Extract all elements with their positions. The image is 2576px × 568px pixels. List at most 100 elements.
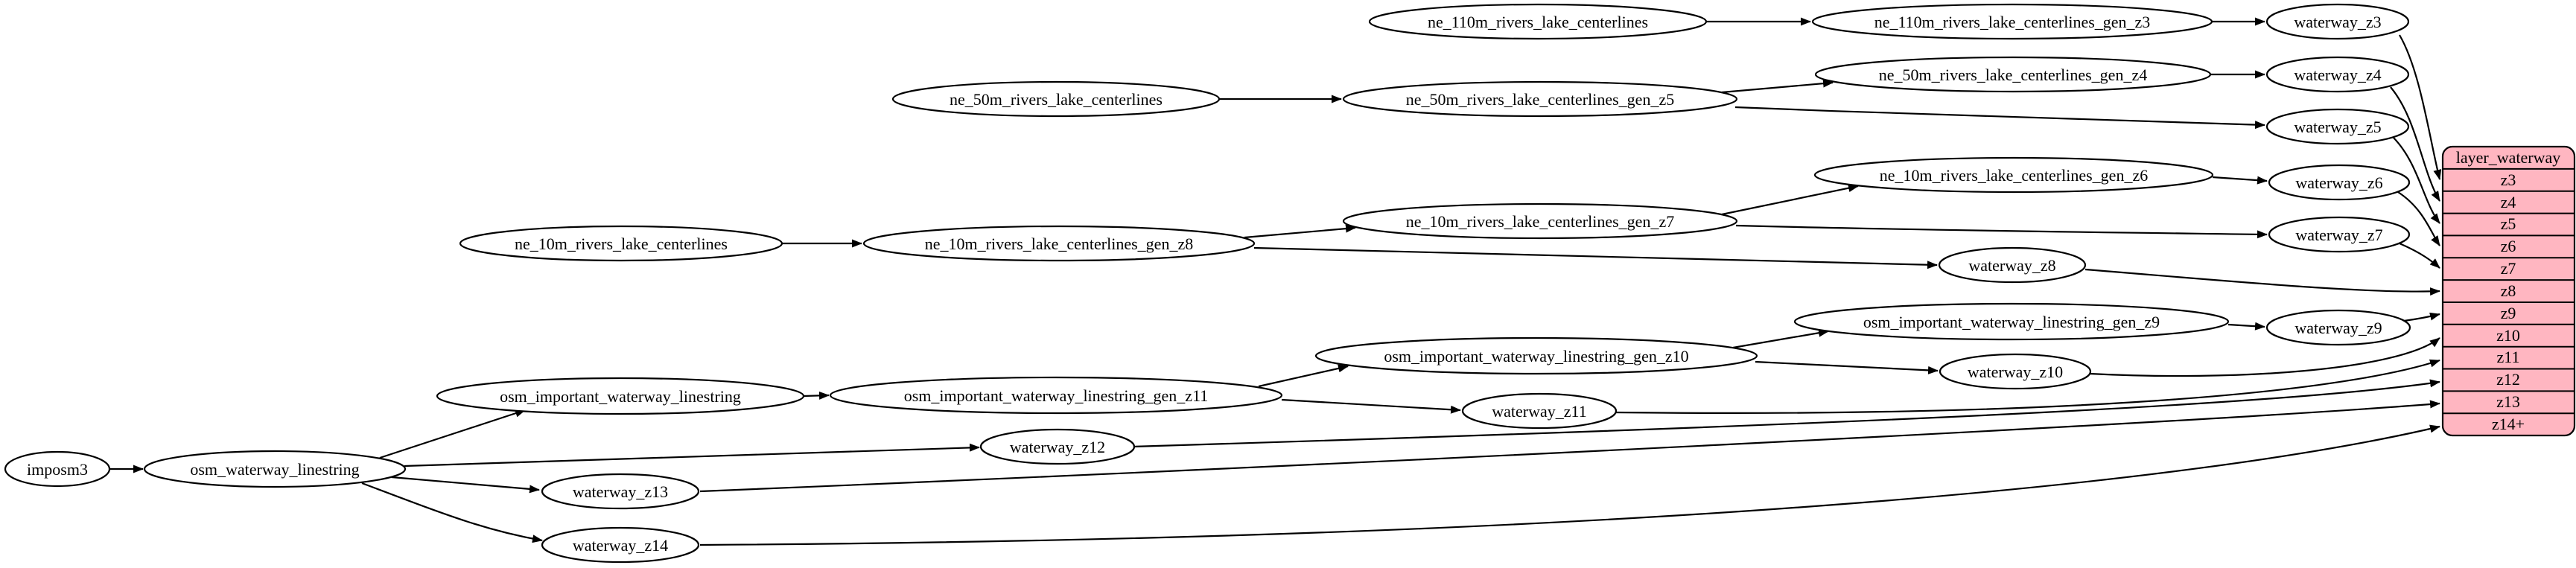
edge-waterway_z3-to-row-z3: [2399, 34, 2442, 180]
edge-waterway_z14-to-row-z14: [699, 424, 2440, 546]
layer-waterway-table: layer_waterway z3 z4 z5 z6 z7 z8 z9 z10 …: [2441, 145, 2576, 437]
edge-gen_z9-to-waterway_z9: [2227, 322, 2265, 331]
edge-osm_waterway_linestring-to-waterway_z14: [361, 482, 543, 543]
node-waterway_z13: waterway_z13: [541, 473, 700, 510]
node-label: waterway_z5: [2294, 118, 2381, 136]
node-waterway_z3: waterway_z3: [2265, 3, 2410, 40]
node-label: osm_important_waterway_linestring_gen_z1…: [904, 386, 1209, 405]
node-label: waterway_z3: [2294, 13, 2381, 31]
edge-waterway_z5-to-row-z5: [2393, 137, 2440, 224]
node-osm_waterway_linestring: osm_waterway_linestring: [143, 450, 407, 488]
edge-gen_z7-to-gen_z6: [1721, 184, 1859, 216]
edge-waterway_z6-to-row-z6: [2397, 191, 2440, 246]
table-row-z9: z9: [2501, 304, 2516, 322]
node-waterway_z12: waterway_z12: [979, 428, 1136, 465]
edge-osm_waterway_linestring-to-waterway_z12: [404, 443, 980, 468]
node-osm_important_waterway_linestring_gen_z11: osm_important_waterway_linestring_gen_z1…: [829, 376, 1283, 415]
node-waterway_z6: waterway_z6: [2268, 164, 2411, 201]
edge-waterway_z10-to-row-z10: [2089, 337, 2440, 377]
node-label: osm_important_waterway_linestring: [500, 387, 741, 406]
table-row-z3: z3: [2501, 170, 2516, 189]
edge-waterway_z11-to-row-z11: [1614, 359, 2440, 414]
table-row-z6: z6: [2501, 237, 2516, 255]
edge-waterway_z13-to-row-z13: [699, 400, 2440, 493]
table-row-z11: z11: [2497, 348, 2520, 366]
edge-gen_z8-to-gen_z7: [1244, 224, 1356, 239]
nodes: imposm3 osm_waterway_linestring osm_impo…: [4, 3, 2411, 564]
edge-waterway_z7-to-row-z7: [2399, 242, 2440, 269]
node-osm_important_waterway_linestring_gen_z9: osm_important_waterway_linestring_gen_z9: [1793, 302, 2230, 341]
table-row-z8: z8: [2501, 281, 2516, 300]
node-waterway_z10: waterway_z10: [1939, 353, 2092, 390]
node-label: ne_50m_rivers_lake_centerlines_gen_z4: [1879, 66, 2147, 84]
node-waterway_z9: waterway_z9: [2265, 309, 2411, 346]
table-row-z13: z13: [2496, 392, 2520, 411]
node-label: ne_10m_rivers_lake_centerlines_gen_z7: [1406, 212, 1674, 231]
node-label: waterway_z13: [573, 482, 668, 501]
node-label: ne_10m_rivers_lake_centerlines: [515, 234, 728, 253]
node-label: waterway_z12: [1010, 438, 1105, 456]
table-row-z12: z12: [2496, 370, 2520, 389]
edge-osm_waterway_linestring-to-osm_important_waterway_linestring: [379, 409, 526, 459]
edge-osm_waterway_linestring-to-waterway_z13: [391, 476, 540, 494]
node-waterway_z8: waterway_z8: [1938, 246, 2087, 284]
node-ne_110m_rivers_lake_centerlines_gen_z3: ne_110m_rivers_lake_centerlines_gen_z3: [1811, 3, 2213, 40]
edge-gen_z10-to-waterway_z10: [1755, 360, 1939, 374]
node-ne_10m_rivers_lake_centerlines: ne_10m_rivers_lake_centerlines: [459, 225, 783, 262]
edge-gen_z5-to-waterway_z5: [1734, 106, 2265, 130]
node-ne_10m_rivers_lake_centerlines_gen_z8: ne_10m_rivers_lake_centerlines_gen_z8: [862, 225, 1256, 262]
node-waterway_z14: waterway_z14: [541, 526, 700, 564]
edge-gen_z6-to-waterway_z6: [2212, 176, 2268, 185]
edge-gen_z8-to-waterway_z8: [1253, 246, 1938, 269]
table-row-z10: z10: [2496, 326, 2520, 345]
node-waterway_z4: waterway_z4: [2265, 56, 2410, 93]
edge-waterway_z9-to-row-z9: [2403, 312, 2440, 322]
node-label: osm_important_waterway_linestring_gen_z9: [1863, 313, 2160, 331]
node-waterway_z11: waterway_z11: [1461, 392, 1618, 430]
table-row-z7: z7: [2501, 259, 2516, 278]
node-label: waterway_z9: [2294, 319, 2382, 337]
node-label: waterway_z7: [2295, 226, 2382, 244]
node-ne_50m_rivers_lake_centerlines: ne_50m_rivers_lake_centerlines: [891, 80, 1221, 118]
edge-gen_z5-to-gen_z4: [1721, 79, 1834, 94]
edge-osm_important_waterway_linestring-to-gen_z11: [803, 391, 830, 400]
node-label: waterway_z11: [1492, 402, 1586, 421]
node-osm_important_waterway_linestring_gen_z10: osm_important_waterway_linestring_gen_z1…: [1314, 336, 1758, 375]
node-ne_50m_rivers_lake_centerlines_gen_z4: ne_50m_rivers_lake_centerlines_gen_z4: [1814, 56, 2212, 93]
node-ne_10m_rivers_lake_centerlines_gen_z7: ne_10m_rivers_lake_centerlines_gen_z7: [1342, 202, 1738, 240]
node-label: ne_10m_rivers_lake_centerlines_gen_z8: [925, 234, 1193, 253]
node-label: waterway_z8: [1968, 256, 2055, 275]
node-ne_50m_rivers_lake_centerlines_gen_z5: ne_50m_rivers_lake_centerlines_gen_z5: [1342, 80, 1738, 118]
edge-waterway_z8-to-row-z8: [2084, 268, 2440, 296]
node-ne_10m_rivers_lake_centerlines_gen_z6: ne_10m_rivers_lake_centerlines_gen_z6: [1813, 156, 2214, 194]
table-row-z4: z4: [2501, 193, 2516, 211]
edge-waterway_z12-to-row-z12: [1132, 379, 2440, 448]
node-label: waterway_z14: [573, 536, 668, 555]
table-frame: [2441, 145, 2576, 437]
node-waterway_z7: waterway_z7: [2268, 216, 2411, 253]
edge-waterway_z4-to-row-z4: [2390, 86, 2440, 202]
node-label: ne_110m_rivers_lake_centerlines_gen_z3: [1874, 13, 2151, 31]
node-osm_important_waterway_linestring: osm_important_waterway_linestring: [436, 377, 805, 415]
node-imposm3: imposm3: [4, 450, 111, 488]
node-waterway_z5: waterway_z5: [2265, 108, 2410, 145]
edges: [109, 17, 2442, 546]
node-label: waterway_z4: [2294, 66, 2381, 84]
node-label: imposm3: [27, 460, 88, 479]
edge-gen_z10-to-gen_z9: [1732, 328, 1829, 349]
edge-gen_z11-to-waterway_z11: [1281, 398, 1461, 414]
table-title: layer_waterway: [2456, 148, 2560, 167]
node-label: osm_important_waterway_linestring_gen_z1…: [1384, 347, 1688, 366]
node-label: ne_50m_rivers_lake_centerlines_gen_z5: [1406, 90, 1674, 109]
table-row-z5: z5: [2501, 214, 2516, 233]
node-label: ne_50m_rivers_lake_centerlines: [950, 90, 1163, 109]
edge-gen_z7-to-waterway_z7: [1735, 224, 2268, 239]
table-row-z14plus: z14+: [2492, 415, 2525, 433]
edge-gen_z11-to-gen_z10: [1258, 364, 1349, 388]
node-label: ne_10m_rivers_lake_centerlines_gen_z6: [1880, 166, 2148, 185]
node-label: waterway_z6: [2295, 173, 2382, 192]
node-label: ne_110m_rivers_lake_centerlines: [1428, 13, 1648, 31]
node-ne_110m_rivers_lake_centerlines: ne_110m_rivers_lake_centerlines: [1368, 3, 1708, 40]
